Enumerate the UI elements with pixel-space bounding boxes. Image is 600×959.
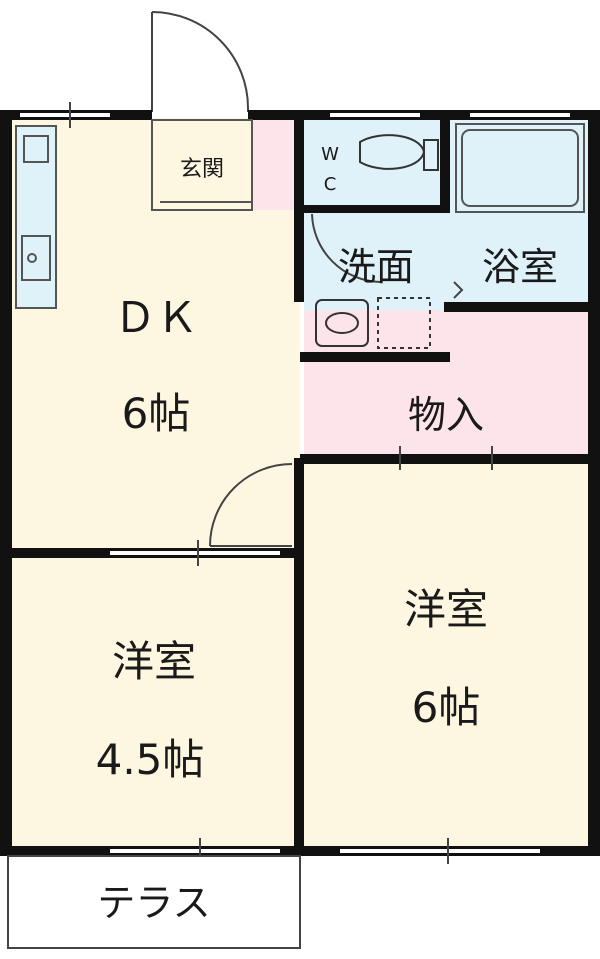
bath-label: 浴室 xyxy=(482,245,558,289)
monoire-label: 物入 xyxy=(408,393,484,437)
wc-label-bottom: C xyxy=(324,174,337,195)
bathtub-icon xyxy=(455,123,585,213)
washer-space-icon xyxy=(377,297,431,349)
left-room-name-label: 洋室 xyxy=(112,637,196,686)
toilet-icon xyxy=(359,134,439,171)
genkan-step xyxy=(151,119,253,211)
bath-floor xyxy=(448,118,590,310)
dk-name-label: ＤＫ xyxy=(114,293,198,342)
window-marks xyxy=(69,102,493,864)
terrace-area xyxy=(7,855,301,949)
senmen-label: 洗面 xyxy=(338,245,414,289)
right-room-floor xyxy=(304,462,590,848)
right-room-name-label: 洋室 xyxy=(404,585,488,634)
washbasin-icon xyxy=(315,299,369,347)
entry-door-icon xyxy=(151,11,249,112)
wc-label-top: W xyxy=(321,144,339,165)
kitchen-counter xyxy=(15,125,57,309)
windows xyxy=(20,113,570,853)
dk-size-label: 6帖 xyxy=(122,389,191,438)
genkan-accent xyxy=(252,118,298,210)
terrace-label: テラス xyxy=(97,881,210,925)
right-room-size-label: 6帖 xyxy=(412,683,481,732)
washroom-door-icon xyxy=(311,213,464,299)
monoire-floor xyxy=(304,310,590,456)
genkan-label: 玄関 xyxy=(180,157,224,182)
genkan-floor xyxy=(152,118,252,210)
bedroom-door-icon xyxy=(209,463,293,547)
left-room-floor xyxy=(12,558,300,848)
left-room-size-label: 4.5帖 xyxy=(96,735,205,784)
